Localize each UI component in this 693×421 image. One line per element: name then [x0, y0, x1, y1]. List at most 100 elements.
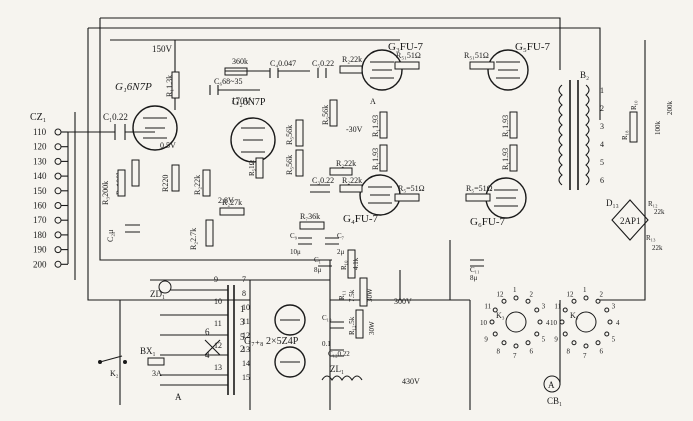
svg-text:8μ: 8μ	[314, 266, 322, 274]
rotary-contact	[492, 307, 498, 313]
rotary-contact-label: 6	[530, 348, 534, 356]
rotary-contact	[595, 340, 601, 346]
svg-text:R₂22k: R₂22k	[342, 176, 362, 185]
connector-pin	[54, 157, 62, 165]
rotary-contact	[525, 340, 531, 346]
ptx-left-pin: 13	[214, 363, 222, 372]
svg-text:C₆68~35: C₆68~35	[214, 77, 242, 86]
svg-text:R₁1.93: R₁1.93	[371, 115, 380, 137]
connector-pin	[54, 202, 62, 209]
svg-text:R₁1.93: R₁1.93	[501, 115, 510, 137]
svg-text:150V: 150V	[152, 44, 173, 54]
rotary-contact-label: 1	[513, 286, 517, 294]
svg-text:360k: 360k	[232, 57, 248, 66]
svg-text:R₁1.93: R₁1.93	[371, 148, 380, 170]
tube-g1: G₁6N7P	[115, 81, 178, 151]
rotary-contact-label: 2	[530, 290, 534, 298]
svg-text:C₁₁: C₁₁	[470, 266, 480, 274]
rotary-contact-label: 4	[546, 319, 550, 327]
rotary-contact	[571, 340, 577, 346]
fuse-label: BX₁	[140, 346, 156, 356]
svg-text:3: 3	[240, 317, 245, 327]
rotary-contact-label: 7	[583, 352, 587, 360]
svg-text:-30V: -30V	[346, 125, 363, 134]
svg-text:8μ: 8μ	[470, 274, 478, 282]
rotary-contact	[501, 340, 507, 346]
tube-g4: G₄FU-7	[343, 174, 401, 225]
svg-text:C₇: C₇	[337, 232, 345, 240]
meter-symbol: A	[548, 380, 555, 390]
rotary-contact	[513, 343, 519, 349]
svg-text:22k: 22k	[652, 244, 663, 252]
svg-text:R₃200k: R₃200k	[101, 181, 110, 205]
otx-pin-label: 3	[600, 122, 604, 131]
rotary-contact-label: 8	[497, 348, 501, 356]
rotary-contact-label: 5	[542, 336, 546, 344]
transformer-label: B₂	[580, 70, 589, 80]
svg-text:A: A	[370, 97, 376, 106]
rotary-contact-label: 9	[554, 336, 558, 344]
svg-text:200k: 200k	[666, 101, 674, 116]
ptx-right-pin: 12	[242, 331, 250, 340]
rotary-contact-label: 4	[616, 319, 620, 327]
rotary-contact	[604, 307, 610, 313]
svg-text:R₅=51Ω: R₅=51Ω	[398, 184, 425, 193]
svg-text:A: A	[175, 392, 182, 402]
rotary-contact	[583, 295, 589, 301]
rotary-contact-label: 7	[513, 352, 517, 360]
svg-text:R₅56k: R₅56k	[285, 125, 294, 145]
svg-text:R₂22k: R₂22k	[336, 159, 356, 168]
svg-text:430V: 430V	[402, 377, 420, 386]
svg-text:C₂μ: C₂μ	[106, 230, 115, 242]
rotary-contact	[583, 343, 589, 349]
svg-text:C₃0.22: C₃0.22	[312, 176, 334, 185]
svg-text:C₉: C₉	[290, 232, 298, 240]
rotary-contact-label: 12	[567, 290, 575, 298]
svg-text:R₁₀: R₁₀	[340, 260, 348, 270]
rectifier-tubes: G₇₊₈ 2×5Z4P	[244, 304, 306, 378]
svg-text:R₁1.3k: R₁1.3k	[165, 75, 174, 97]
svg-text:6: 6	[205, 327, 210, 337]
svg-text:100k: 100k	[654, 121, 662, 136]
rotary-contact-label: 5	[612, 336, 616, 344]
signal-path: C₁0.22 R₁1.3k 150V R₂100k R₃200k R220 0.…	[68, 40, 518, 358]
svg-text:4: 4	[205, 350, 210, 360]
rotary-contact	[562, 307, 568, 313]
svg-text:R₅₁51Ω: R₅₁51Ω	[396, 51, 421, 60]
svg-text:R₂27k: R₂27k	[222, 198, 242, 207]
connector-label: CZ₁	[30, 112, 46, 123]
zener-label: ZD₁	[150, 289, 165, 299]
rotary-contact-label: 9	[484, 336, 488, 344]
svg-text:R₁₂: R₁₂	[648, 200, 658, 208]
svg-text:R₂22k: R₂22k	[193, 175, 202, 195]
rotary-contact-label: 10	[550, 319, 558, 327]
connector-pin-label: 120	[33, 142, 47, 152]
tube-g2: G₂6N7P	[230, 97, 276, 163]
svg-text:10μ: 10μ	[290, 248, 301, 256]
rotary-contact	[534, 331, 540, 337]
svg-text:R₂2.7k: R₂2.7k	[189, 228, 198, 250]
switch-label: K₂	[110, 369, 119, 378]
ptx-right-pin: 8	[242, 289, 246, 298]
svg-text:R₁₀: R₁₀	[630, 100, 638, 110]
svg-text:2: 2	[240, 344, 245, 354]
svg-text:K₃: K₃	[570, 311, 579, 320]
rotary-contact	[571, 298, 577, 304]
rotary-contact	[562, 331, 568, 337]
svg-text:K₃: K₃	[496, 311, 505, 320]
svg-text:R₁₁: R₁₁	[338, 290, 346, 300]
svg-text:C₁₀: C₁₀	[322, 314, 332, 322]
otx-pin-label: 5	[600, 158, 604, 167]
bridge-rectifier: D₁₃ 2AP1 R₁₂ 22k R₁₃ 22k	[606, 198, 665, 252]
svg-text:R₅56k: R₅56k	[285, 155, 294, 175]
tube-g1-label: G₁6N7P	[115, 81, 152, 93]
svg-text:C₅0.22: C₅0.22	[312, 59, 334, 68]
connector-pin-label: 140	[33, 171, 47, 181]
otx-pin-label: 1	[600, 86, 604, 95]
ptx-left-pin: 9	[214, 275, 218, 284]
rotary-contact-label: 3	[612, 303, 616, 311]
svg-text:30W: 30W	[366, 288, 374, 302]
